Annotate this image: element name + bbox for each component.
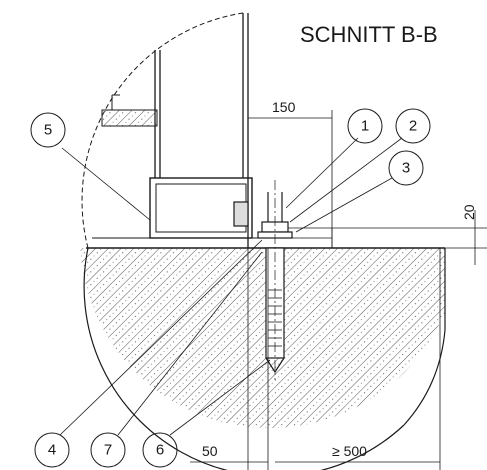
dimension-20: 20 — [332, 204, 487, 265]
bracket-block — [233, 201, 249, 227]
callout-3: 3 — [388, 150, 424, 186]
dimension-500: ≥ 500 — [275, 248, 441, 470]
callout-2-label: 2 — [409, 118, 417, 135]
concrete-outline — [83, 247, 405, 470]
detail-circle — [81, 12, 244, 249]
dimension-20-label: 20 — [461, 204, 477, 220]
dimension-150-label: 150 — [272, 99, 296, 115]
callout-7-label: 7 — [104, 442, 112, 459]
callout-3-label: 3 — [402, 160, 410, 177]
callout-4-label: 4 — [48, 442, 56, 459]
dimension-500-label: ≥ 500 — [332, 443, 367, 459]
dimension-50: 50 — [190, 248, 269, 470]
callout-5: 5 — [30, 112, 66, 148]
leader-lines — [59, 137, 403, 436]
callout-6: 6 — [142, 432, 178, 468]
callout-6-label: 6 — [156, 442, 164, 459]
callout-2: 2 — [395, 108, 431, 144]
callout-1-label: 1 — [361, 118, 369, 135]
callout-7: 7 — [90, 432, 126, 468]
callout-4: 4 — [34, 432, 70, 468]
dimension-150: 150 — [247, 99, 333, 248]
upper-beam — [101, 109, 158, 127]
steel-profile — [149, 177, 253, 239]
dimension-50-label: 50 — [202, 443, 218, 459]
callout-1: 1 — [347, 108, 383, 144]
section-title: SCHNITT B-B — [300, 22, 438, 47]
callout-5-label: 5 — [44, 122, 52, 139]
